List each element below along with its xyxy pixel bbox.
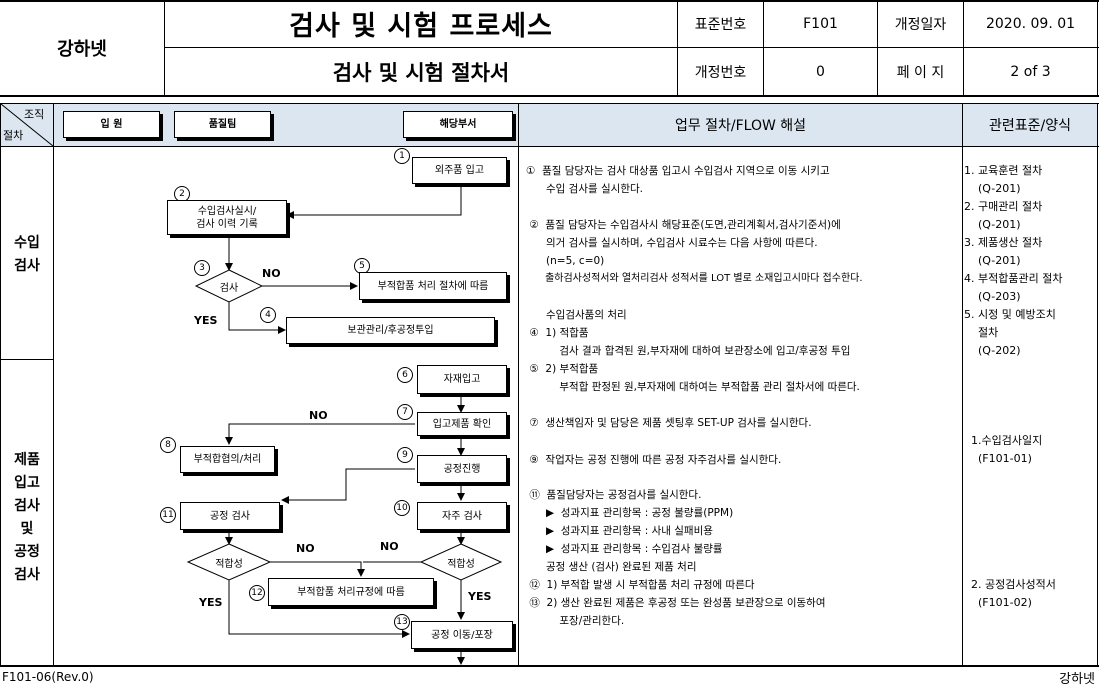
flow-box-material-receipt: 자재입고 bbox=[417, 365, 507, 394]
no-label-3: NO bbox=[296, 542, 315, 555]
reference-line: (Q-201) bbox=[964, 182, 1021, 195]
explanation-line: ② 품질 담당자는 수입검사시 해당표준(도면,관리계획서,검사기준서)에 bbox=[526, 219, 841, 231]
no-label-2: NO bbox=[309, 409, 328, 422]
explanation-line: ⑫ 1) 부적합 발생 시 부적합품 처리 규정에 따른다 bbox=[526, 579, 755, 591]
step-number-6: 6 bbox=[397, 367, 413, 383]
explanation-line: 의거 검사를 실시하며, 수입검사 시료수는 다음 사항에 따른다. bbox=[526, 237, 818, 249]
doc-title: 검사 및 시험 프로세스 bbox=[289, 11, 553, 42]
reference-line: (Q-201) bbox=[964, 254, 1021, 267]
page-value: 2 of 3 bbox=[1010, 63, 1051, 80]
step-number-10: 10 bbox=[394, 500, 410, 516]
step-number-7: 7 bbox=[397, 404, 413, 420]
decision-label-conformity-left: 적합성 bbox=[215, 558, 243, 570]
flow-box-product-check: 입고제품 확인 bbox=[417, 412, 507, 436]
stage-incoming-inspection: 수입 검사 bbox=[14, 235, 40, 274]
explanation-line: ▶ 성과지표 관리항목 : 공정 불량률(PPM) bbox=[526, 507, 734, 519]
explanation-line: 수입검사품의 처리 bbox=[526, 309, 627, 321]
explanation-line: ⑬ 2) 생산 완료된 제품은 후공정 또는 완성품 보관장으로 이동하여 bbox=[526, 597, 826, 609]
company-name: 강하넷 bbox=[57, 39, 107, 60]
ref-title: 관련표준/양식 bbox=[989, 118, 1071, 134]
reference-line: 3. 제품생산 절차 bbox=[964, 236, 1043, 249]
step-number-1: 1 bbox=[394, 148, 410, 164]
reference-line: (Q-202) bbox=[964, 344, 1021, 357]
step-number-8: 8 bbox=[160, 437, 176, 453]
rev-no-label: 개정번호 bbox=[694, 64, 747, 81]
flow-box-move-packing: 공정 이동/포장 bbox=[411, 621, 513, 649]
decision-diamond-inspection bbox=[194, 269, 264, 303]
reference-line: (Q-203) bbox=[964, 290, 1021, 303]
explanation-line: ⑪ 품질담당자는 공정검사를 실시한다. bbox=[526, 489, 702, 501]
stage-product-inspection: 제품 입고 검사 및 공정 검사 bbox=[14, 452, 40, 583]
step-number-3: 3 bbox=[194, 260, 210, 276]
explanation-line: ⑤ 2) 부적합품 bbox=[526, 363, 599, 375]
flow-box-process-inspection: 공정 검사 bbox=[180, 502, 280, 530]
flow-box-nonconforming-procedure: 부적합품 처리 절차에 따름 bbox=[359, 272, 507, 300]
rev-no-value: 0 bbox=[816, 63, 825, 80]
footer-doc-code: F101-06(Rev.0) bbox=[2, 670, 94, 684]
decision-diamond-conformity-left bbox=[186, 543, 272, 581]
footer-company: 강하넷 bbox=[1059, 672, 1095, 687]
reference-line: 1.수입검사일지 bbox=[964, 434, 1043, 447]
explanation-line: 수입 검사를 실시한다. bbox=[526, 183, 643, 195]
flow-title: 업무 절차/FLOW 해설 bbox=[674, 118, 807, 134]
step-number-13: 13 bbox=[394, 614, 410, 630]
yes-label-2: YES bbox=[199, 596, 223, 609]
reference-line: (F101-02) bbox=[964, 596, 1032, 609]
reference-line: 1. 교육훈련 절차 bbox=[964, 164, 1043, 177]
flow-explanation: ① 품질 담당자는 검사 대상품 입고시 수입검사 지역으로 이동 시키고 수입… bbox=[526, 162, 960, 632]
explanation-line: ④ 1) 적합품 bbox=[526, 327, 589, 339]
std-no-label: 표준번호 bbox=[694, 16, 747, 33]
no-label-4: NO bbox=[380, 540, 399, 553]
reference-line: 2. 공정검사성적서 bbox=[964, 578, 1056, 591]
proc-label: 절차 bbox=[3, 129, 24, 142]
step-number-9: 9 bbox=[397, 447, 413, 463]
flow-box-nonconforming-rule: 부적합품 처리규정에 따름 bbox=[268, 578, 434, 606]
explanation-line: ▶ 성과지표 관리항목 : 사내 실패비용 bbox=[526, 525, 713, 537]
explanation-line: 포장/관리한다. bbox=[526, 615, 625, 627]
step-number-4: 4 bbox=[260, 307, 276, 323]
flow-box-storage: 보관관리/후공정투입 bbox=[286, 317, 495, 344]
page-label: 페 이 지 bbox=[896, 64, 945, 81]
reference-line: (F101-01) bbox=[964, 452, 1032, 465]
rev-date-value: 2020. 09. 01 bbox=[985, 15, 1076, 32]
explanation-line: ⑦ 생산책임자 및 담당은 제품 셋팅후 SET-UP 검사를 실시한다. bbox=[526, 417, 812, 429]
flow-box-nonconforming-consult: 부적합협의/처리 bbox=[180, 446, 275, 473]
explanation-line: ▶ 성과지표 관리항목 : 수입검사 불량률 bbox=[526, 543, 723, 555]
step-number-12: 12 bbox=[249, 585, 265, 601]
step-number-11: 11 bbox=[160, 507, 176, 523]
reference-line: 절차 bbox=[964, 326, 999, 339]
related-standards: 1. 교육훈련 절차 (Q-201) 2. 구매관리 절차 (Q-201) 3.… bbox=[964, 162, 1096, 622]
rev-date-label: 개정일자 bbox=[894, 16, 947, 33]
explanation-line: 공정 생산 (검사) 완료된 제품 처리 bbox=[526, 561, 697, 573]
flow-box-outsourced-receipt: 외주품 입고 bbox=[412, 157, 507, 184]
dept-header-2: 품질팀 bbox=[174, 111, 271, 138]
reference-line: (Q-201) bbox=[964, 218, 1021, 231]
org-label: 조직 bbox=[24, 108, 45, 121]
doc-subtitle: 검사 및 시험 절차서 bbox=[332, 60, 510, 85]
reference-line: 4. 부적합품관리 절차 bbox=[964, 272, 1063, 285]
flow-box-process-progress: 공정진행 bbox=[417, 455, 507, 483]
explanation-line: ⑨ 작업자는 공정 진행에 따른 공정 자주검사를 실시한다. bbox=[526, 454, 782, 466]
reference-line: 5. 시정 및 예방조치 bbox=[964, 308, 1056, 321]
explanation-line: 출하검사성적서와 열처리검사 성적서를 LOT 별로 소재입고시마다 접수한다. bbox=[526, 273, 863, 284]
explanation-line: 부적합 판정된 원,부자재에 대하여는 부적합품 관리 절차서에 따른다. bbox=[526, 381, 860, 393]
flow-box-self-inspection: 자주 검사 bbox=[417, 502, 507, 530]
std-no-value: F101 bbox=[803, 15, 838, 32]
explanation-line: 검사 결과 합격된 원,부자재에 대하여 보관장소에 입고/후공정 투입 bbox=[526, 345, 851, 357]
explanation-line: (n=5, c=0) bbox=[526, 255, 605, 267]
reference-line: 2. 구매관리 절차 bbox=[964, 200, 1043, 213]
decision-label-inspection: 검사 bbox=[219, 282, 239, 294]
decision-diamond-conformity-right bbox=[419, 543, 503, 581]
explanation-line: ① 품질 담당자는 검사 대상품 입고시 수입검사 지역으로 이동 시키고 bbox=[526, 165, 830, 177]
flow-box-incoming-inspection: 수입검사실시/ 검사 이력 기록 bbox=[167, 200, 287, 235]
dept-header-3: 해당부서 bbox=[403, 111, 513, 138]
dept-header-1: 입 원 bbox=[63, 111, 160, 138]
yes-label-1: YES bbox=[194, 314, 218, 327]
no-label-1: NO bbox=[262, 267, 281, 280]
yes-label-3: YES bbox=[468, 590, 492, 603]
decision-label-conformity-right: 적합성 bbox=[447, 558, 475, 570]
